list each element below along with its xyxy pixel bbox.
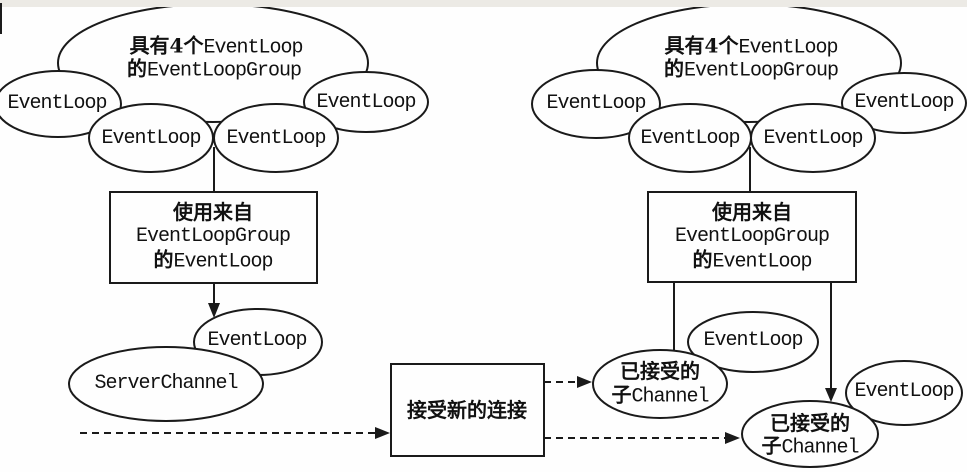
left-eventloop-label-1: EventLoop bbox=[7, 92, 107, 115]
right-eventloop-ellipse-4 bbox=[841, 72, 967, 134]
accept-to-child1-arrowhead bbox=[577, 376, 592, 388]
server-channel-ellipse bbox=[68, 346, 264, 422]
left-eventloop-ellipse-4 bbox=[303, 71, 429, 133]
left-group-label-line2-cjk: 的 bbox=[126, 56, 147, 81]
right-eventloop-label-4: EventLoop bbox=[854, 91, 954, 114]
left-eventloop-ellipse-3 bbox=[213, 103, 339, 173]
left-eventloop-label-2: EventLoop bbox=[101, 127, 201, 150]
left-selector-box-line2: EventLoopGroup bbox=[135, 225, 291, 248]
right-selector-box-line3-cjk: 的 bbox=[692, 247, 713, 272]
accepted-child-1-line1: 已接受的 bbox=[620, 359, 700, 383]
right-bound-eventloop-label-1: EventLoop bbox=[703, 329, 803, 352]
accepted-child-2-line2-cjk: 子 bbox=[761, 433, 782, 458]
page-edge-mark bbox=[0, 3, 2, 34]
accepted-child-1-line2: 子Channel bbox=[611, 382, 709, 409]
left-eventloop-label-3: EventLoop bbox=[226, 127, 326, 150]
left-group-label-line2: 的EventLoopGroup bbox=[126, 56, 302, 83]
right-eventloop-label-1: EventLoop bbox=[546, 92, 646, 115]
left-eventloop-label-4: EventLoop bbox=[316, 91, 416, 114]
right-bound-eventloop-label-2: EventLoop bbox=[854, 380, 954, 403]
accepted-child-2-line1: 已接受的 bbox=[770, 411, 850, 435]
right-group-label-line1-cjk: 具有4个 bbox=[664, 33, 739, 58]
left-selector-box-line3-cjk: 的 bbox=[153, 247, 174, 272]
left-box-to-eventloop-arrowhead bbox=[208, 303, 220, 318]
left-group-label-line1-cjk: 具有4个 bbox=[129, 33, 204, 58]
left-eventloop-ellipse-1 bbox=[0, 70, 122, 138]
accept-connection-label: 接受新的连接 bbox=[407, 398, 527, 422]
right-eventloop-ellipse-3 bbox=[750, 103, 876, 173]
right-selector-box-line2: EventLoopGroup bbox=[674, 225, 830, 248]
right-selector-box bbox=[647, 191, 857, 283]
right-group-label-line2-cjk: 的 bbox=[663, 56, 684, 81]
right-selector-box-line1: 使用来自 bbox=[712, 200, 792, 224]
left-group-label-line1-code: EventLoop bbox=[203, 36, 303, 60]
right-group-label-line1-code: EventLoop bbox=[738, 36, 838, 60]
accepted-child-1-line2-code: Channel bbox=[631, 385, 709, 409]
left-dashed-arrowhead bbox=[375, 427, 390, 439]
right-selector-box-line3-code: EventLoop bbox=[712, 250, 812, 274]
server-channel-label: ServerChannel bbox=[94, 372, 238, 395]
right-eventloop-label-2: EventLoop bbox=[640, 127, 740, 150]
left-selector-box-line3: 的EventLoop bbox=[153, 247, 273, 274]
right-selector-box-line3: 的EventLoop bbox=[692, 247, 812, 274]
left-bound-eventloop-label: EventLoop bbox=[207, 329, 307, 352]
accepted-child-ellipse-2 bbox=[741, 400, 879, 468]
accepted-child-2-line2-code: Channel bbox=[781, 436, 859, 460]
left-selector-box bbox=[109, 191, 318, 284]
accept-to-child2-arrowhead bbox=[725, 432, 740, 444]
left-group-label-line1: 具有4个EventLoop bbox=[129, 33, 304, 60]
accepted-child-2-line2: 子Channel bbox=[761, 433, 859, 460]
left-selector-box-line1: 使用来自 bbox=[173, 200, 253, 224]
accept-connection-box bbox=[390, 363, 545, 457]
left-selector-box-line3-code: EventLoop bbox=[173, 250, 273, 274]
right-eventloop-ellipse-1 bbox=[531, 69, 661, 139]
right-bound-eventloop-ellipse-2 bbox=[845, 360, 963, 426]
right-group-label-line2: 的EventLoopGroup bbox=[663, 56, 839, 83]
right-box-to-child2-arrowhead bbox=[825, 388, 837, 402]
right-group-label-line2-code: EventLoopGroup bbox=[683, 59, 839, 83]
accepted-child-1-line2-cjk: 子 bbox=[611, 382, 632, 407]
right-eventloop-label-3: EventLoop bbox=[763, 127, 863, 150]
accepted-child-ellipse-1 bbox=[592, 349, 728, 419]
right-bound-eventloop-ellipse-1 bbox=[687, 311, 819, 373]
page-top-band bbox=[0, 0, 967, 7]
left-group-label-line2-code: EventLoopGroup bbox=[146, 59, 302, 83]
right-group-label-line1: 具有4个EventLoop bbox=[664, 33, 839, 60]
